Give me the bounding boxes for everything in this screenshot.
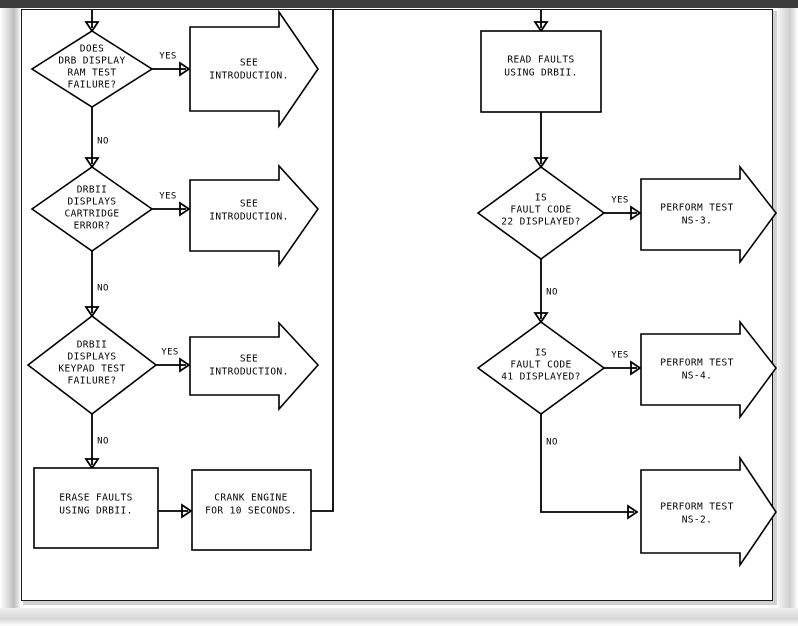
connector-d1-yes: YES xyxy=(152,52,191,77)
decision-drbii-cartridge-error[interactable]: DRBII DISPLAYS CARTRIDGE ERROR? xyxy=(30,166,154,252)
connector-return-to-top xyxy=(311,10,334,512)
decision-fault-code-41-line-2: 41 DISPLAYED? xyxy=(501,372,581,383)
process-erase-faults[interactable]: ERASE FAULTS USING DRBII. xyxy=(33,467,159,549)
process-crank-engine-line-1: FOR 10 SECONDS. xyxy=(205,506,297,517)
process-read-faults[interactable]: READ FAULTS USING DRBII. xyxy=(480,30,602,113)
decision-drbii-keypad-test[interactable]: DRBII DISPLAYS KEYPAD TEST FAILURE? xyxy=(26,314,158,416)
decision-drbii-cartridge-line-0: DRBII xyxy=(77,185,108,196)
decision-fault-code-22-line-1: FAULT CODE xyxy=(510,205,571,216)
outcome-perform-test-ns3-line-0: PERFORM TEST xyxy=(660,203,733,214)
connector-d3-yes: YES xyxy=(156,348,191,373)
outcome-see-introduction-3-line-0: SEE xyxy=(240,354,258,365)
outcome-see-introduction-2[interactable]: SEE INTRODUCTION. xyxy=(189,163,320,268)
edge-label-d3-yes: YES xyxy=(161,348,178,358)
outcome-perform-test-ns2[interactable]: PERFORM TEST NS-2. xyxy=(640,455,777,568)
connector-d2-no: NO xyxy=(84,251,109,318)
edge-label-rd1-yes: YES xyxy=(611,196,628,206)
edge-label-rd2-no: NO xyxy=(546,438,558,448)
decision-drb-ram-test[interactable]: DOES DRB DISPLAY RAM TEST FAILURE? xyxy=(30,30,154,108)
outcome-see-introduction-1-line-1: INTRODUCTION. xyxy=(209,71,289,82)
process-read-faults-line-1: USING DRBII. xyxy=(504,68,577,79)
outcome-see-introduction-3-line-1: INTRODUCTION. xyxy=(209,367,289,378)
process-crank-engine[interactable]: CRANK ENGINE FOR 10 SECONDS. xyxy=(191,469,312,551)
outcome-see-introduction-1-line-0: SEE xyxy=(240,58,258,69)
decision-fault-code-22-line-2: 22 DISPLAYED? xyxy=(501,217,581,228)
outcome-see-introduction-2-line-0: SEE xyxy=(240,199,258,210)
decision-fault-code-22-line-0: IS xyxy=(535,193,547,204)
connector-rd1-no: NO xyxy=(533,259,558,324)
outcome-see-introduction-3[interactable]: SEE INTRODUCTION. xyxy=(189,320,320,412)
edge-label-d1-no: NO xyxy=(97,137,109,147)
frame-top-edge xyxy=(0,0,798,8)
decision-drbii-keypad-line-1: DISPLAYS xyxy=(68,352,117,363)
connector-rp1-rd1 xyxy=(533,112,549,169)
process-erase-faults-line-1: USING DRBII. xyxy=(59,506,132,517)
decision-drb-ram-test-line-1: DRB DISPLAY xyxy=(58,56,125,67)
connector-d3-no: NO xyxy=(84,414,109,470)
process-read-faults-line-0: READ FAULTS xyxy=(507,55,574,66)
edge-label-rd1-no: NO xyxy=(546,288,558,298)
process-erase-faults-line-0: ERASE FAULTS xyxy=(59,493,132,504)
outcome-perform-test-ns3-line-1: NS-3. xyxy=(682,216,713,227)
edge-label-d1-yes: YES xyxy=(159,52,176,62)
edge-label-d2-yes: YES xyxy=(159,192,176,202)
outcome-perform-test-ns2-line-1: NS-2. xyxy=(682,515,713,526)
decision-drbii-keypad-line-0: DRBII xyxy=(77,340,108,351)
decision-fault-code-41[interactable]: IS FAULT CODE 41 DISPLAYED? xyxy=(476,321,606,415)
edge-label-rd2-yes: YES xyxy=(611,351,628,361)
outcome-perform-test-ns4[interactable]: PERFORM TEST NS-4. xyxy=(640,319,778,420)
outcome-see-introduction-1[interactable]: SEE INTRODUCTION. xyxy=(189,9,319,129)
frame-bottom-edge xyxy=(0,608,798,626)
outcome-perform-test-ns4-line-1: NS-4. xyxy=(682,371,713,382)
decision-drb-ram-test-line-2: RAM TEST xyxy=(68,68,117,79)
connector-entry-right xyxy=(533,10,549,33)
decision-fault-code-41-line-1: FAULT CODE xyxy=(510,360,571,371)
decision-drb-ram-test-line-3: FAILURE? xyxy=(68,80,117,91)
connector-d2-yes: YES xyxy=(152,192,191,217)
decision-drbii-cartridge-line-2: CARTRIDGE xyxy=(64,209,119,220)
decision-drbii-keypad-line-3: FAILURE? xyxy=(68,376,117,387)
frame-left-edge xyxy=(0,8,20,626)
outcome-perform-test-ns4-line-0: PERFORM TEST xyxy=(660,358,733,369)
process-crank-engine-line-0: CRANK ENGINE xyxy=(214,493,287,504)
frame-right-edge xyxy=(778,8,798,626)
decision-drbii-cartridge-line-3: ERROR? xyxy=(74,221,111,232)
connector-rd2-no: NO xyxy=(540,414,639,520)
decision-drb-ram-test-line-0: DOES xyxy=(80,44,104,55)
outcome-perform-test-ns3[interactable]: PERFORM TEST NS-3. xyxy=(640,164,778,265)
decision-drbii-keypad-line-2: KEYPAD TEST xyxy=(58,364,125,375)
connector-d1-no: NO xyxy=(84,107,109,169)
edge-label-d2-no: NO xyxy=(97,284,109,294)
outcome-see-introduction-2-line-1: INTRODUCTION. xyxy=(209,212,289,223)
connector-rd2-yes: YES xyxy=(604,351,642,376)
decision-fault-code-22[interactable]: IS FAULT CODE 22 DISPLAYED? xyxy=(476,166,606,260)
decision-fault-code-41-line-0: IS xyxy=(535,348,547,359)
connector-p1-p2 xyxy=(158,503,193,519)
outcome-perform-test-ns2-line-0: PERFORM TEST xyxy=(660,502,733,513)
connector-entry-left xyxy=(84,10,100,33)
edge-label-d3-no: NO xyxy=(97,437,109,447)
decision-drbii-cartridge-line-1: DISPLAYS xyxy=(68,197,117,208)
connector-rd1-yes: YES xyxy=(604,196,642,221)
